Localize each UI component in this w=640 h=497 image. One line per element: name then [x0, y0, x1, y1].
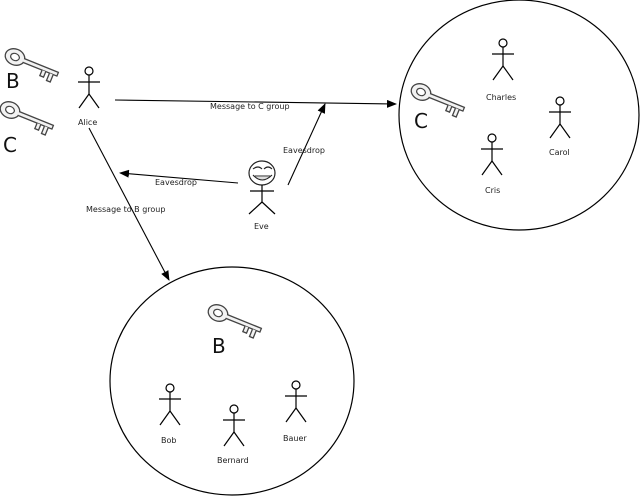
group-c-key-label: C: [414, 109, 428, 133]
eve-leg-left: [248, 201, 263, 215]
cris-figure-icon: [480, 133, 504, 176]
bob-label: Bob: [161, 436, 176, 445]
msg-c-label: Message to C group: [210, 102, 290, 111]
troll-face-icon: [248, 160, 276, 186]
arrow-eavesdrop-up: [287, 103, 326, 186]
key-icon: [0, 98, 57, 138]
eve-label: Eve: [254, 222, 269, 231]
group-c-circle: [398, 0, 640, 231]
msg-b-label: Message to B group: [86, 205, 165, 214]
arrow-eavesdrop-left: [119, 169, 239, 184]
alice-key-c-label: C: [3, 133, 17, 157]
bernard-figure-icon: [222, 404, 246, 447]
alice-label: Alice: [78, 118, 97, 127]
carol-label: Carol: [549, 148, 570, 157]
eavesdrop-left-label: Eavesdrop: [155, 178, 197, 187]
alice-key-b-label: B: [6, 69, 20, 93]
eve-leg-right: [261, 201, 276, 215]
charles-label: Charles: [486, 93, 516, 102]
bauer-label: Bauer: [283, 434, 307, 443]
bernard-label: Bernard: [217, 456, 249, 465]
bauer-figure-icon: [284, 380, 308, 423]
eavesdrop-up-label: Eavesdrop: [283, 146, 325, 155]
group-b-circle: [109, 266, 355, 496]
cris-label: Cris: [485, 186, 500, 195]
charles-figure-icon: [491, 38, 515, 81]
carol-figure-icon: [548, 96, 572, 139]
bob-figure-icon: [158, 383, 182, 426]
alice-figure-icon: [77, 66, 101, 109]
arrow-message-to-c: [114, 99, 397, 108]
group-b-key-label: B: [212, 334, 226, 358]
arrow-message-to-b: [88, 127, 170, 281]
